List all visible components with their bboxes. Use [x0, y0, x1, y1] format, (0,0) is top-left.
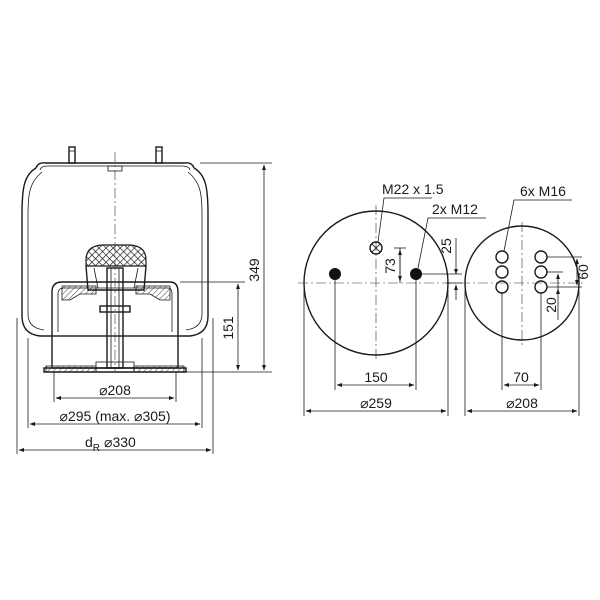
- label-m12: 2x M12: [432, 201, 478, 217]
- dim-label-73: 73: [382, 258, 398, 274]
- m16-hole-2: [534, 250, 548, 264]
- bump-stop: [85, 244, 147, 267]
- piston-section-right: [135, 285, 171, 301]
- dim-label-150: 150: [364, 369, 388, 385]
- label-m16: 6x M16: [520, 183, 566, 199]
- m16-hole-4: [534, 265, 548, 279]
- dim-label-208-side: ⌀208: [99, 382, 131, 398]
- label-m22: M22 x 1.5: [382, 181, 444, 197]
- bottom-plate-view: 6x M16 60 20 70 ⌀208: [460, 183, 591, 416]
- dim-subscript-r: R: [93, 443, 100, 454]
- top-stud-right: [155, 146, 163, 164]
- dim-label-151: 151: [220, 316, 236, 340]
- m16-hole-3: [495, 265, 509, 279]
- dim-label-259: ⌀259: [360, 395, 392, 411]
- leader-m12: [417, 217, 486, 269]
- piston-section-left: [61, 285, 97, 301]
- bolt-hole-left: [329, 268, 341, 280]
- dim-label-349: 349: [246, 258, 262, 282]
- leader-m22: [377, 197, 432, 243]
- side-view: 349 151 ⌀208 ⌀295 (max. ⌀305) dR ⌀330: [16, 146, 272, 454]
- dim-label-295: ⌀295 (max. ⌀305): [59, 408, 170, 424]
- dim-label-70: 70: [513, 369, 529, 385]
- dim-label-20: 20: [543, 297, 559, 313]
- top-plate: [35, 162, 195, 169]
- bellow: [21, 167, 52, 337]
- dim-prefix-d: d: [85, 434, 93, 450]
- dim-label-60: 60: [575, 264, 591, 280]
- dim-label-330: dR ⌀330: [85, 434, 136, 454]
- bolt-hole-right: [410, 268, 422, 280]
- m16-hole-1: [495, 250, 509, 264]
- dim-label-25: 25: [438, 238, 454, 254]
- top-plate-view: M22 x 1.5 2x M12 73 25 150 ⌀259: [298, 181, 486, 416]
- leader-m16: [503, 199, 572, 252]
- dim-value-330: ⌀330: [104, 434, 136, 450]
- piston-base: [45, 365, 97, 373]
- dim-label-208-bottom: ⌀208: [506, 395, 538, 411]
- thread-hole-m22: [369, 241, 383, 255]
- top-stud-left: [68, 146, 76, 164]
